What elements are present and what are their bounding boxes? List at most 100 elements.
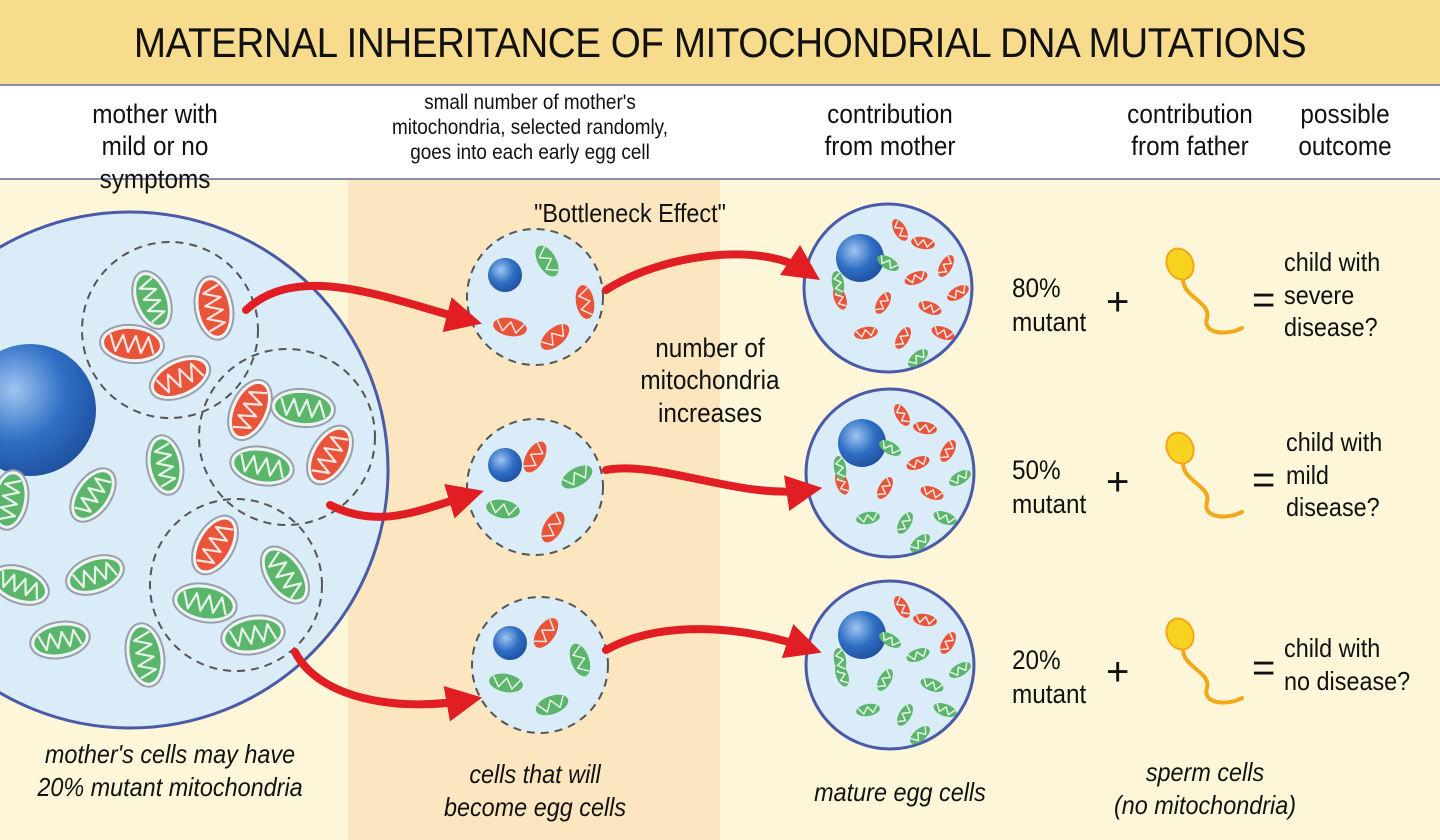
mutant-mitochondrion: [913, 613, 937, 627]
normal-mitochondrion: [535, 245, 559, 277]
row-2-plus: +: [1106, 460, 1130, 504]
normal-mitochondrion: [831, 271, 845, 295]
normal-mitochondrion: [486, 499, 520, 519]
sperm-tail: [1181, 456, 1244, 519]
header-selection: small number of mother's mitochondria, s…: [392, 91, 668, 165]
normal-mitochondrion: [561, 465, 593, 489]
mature-egg-cell-membrane: [804, 579, 976, 751]
selection-group-2: [198, 348, 376, 526]
sperm-head: [1165, 617, 1195, 651]
early-egg-cell-3: [471, 596, 609, 734]
normal-mitochondrion: [229, 445, 295, 487]
mutant-mitochondrion: [875, 292, 891, 314]
normal-mitochondrion: [259, 545, 311, 605]
normal-mitochondrion: [270, 387, 336, 429]
mutant-mitochondrion: [493, 317, 527, 337]
mutant-mitochondrion: [947, 285, 969, 301]
increase-label: number of mitochondria increases: [640, 333, 780, 428]
header-outcome: possible outcome: [1298, 99, 1392, 162]
normal-mitochondrion: [220, 614, 286, 656]
row-1-outcome: child with severe disease?: [1284, 247, 1381, 342]
normal-mitochondrion: [0, 564, 50, 606]
mutant-mitochondrion: [938, 255, 954, 277]
sperm-tail: [1181, 642, 1244, 705]
normal-mitochondrion: [29, 620, 91, 660]
mutant-mitochondrion: [148, 355, 212, 401]
normal-mitochondrion: [569, 643, 591, 677]
mutant-mitochondrion: [894, 404, 910, 426]
mutant-mitochondrion: [894, 596, 910, 618]
normal-mitochondrion: [489, 673, 523, 693]
column-header-band: [0, 86, 1440, 180]
normal-mitochondrion: [172, 582, 238, 624]
normal-mitochondrion: [856, 511, 880, 525]
mutant-mitochondrion: [227, 378, 273, 442]
normal-mitochondrion: [908, 349, 928, 367]
mother-cell: [0, 210, 390, 730]
caption-early-cells: cells that will become egg cells: [443, 759, 627, 822]
normal-mitochondrion: [920, 678, 944, 692]
normal-mitochondrion: [879, 440, 901, 456]
sperm-head: [1165, 247, 1195, 281]
normal-mitochondrion: [910, 534, 930, 552]
normal-mitochondrion: [877, 255, 899, 271]
arrow-mother-to-early-1: [242, 281, 482, 333]
mutant-mitochondrion: [306, 424, 354, 486]
normal-mitochondrion: [124, 622, 166, 688]
selection-group-3: [149, 498, 323, 672]
normal-mitochondrion: [897, 704, 913, 726]
normal-mitochondrion: [933, 511, 957, 525]
nucleus: [0, 344, 96, 476]
mutant-mitochondrion: [920, 486, 944, 500]
header-mother: mother with mild or no symptoms: [92, 99, 218, 194]
normal-mitochondrion: [65, 554, 125, 596]
mutant-mitochondrion: [913, 421, 937, 435]
mature-egg-cell-membrane: [802, 202, 974, 374]
selection-group-1: [81, 241, 259, 419]
nucleus: [838, 611, 886, 659]
normal-mitochondrion: [949, 470, 971, 486]
mature-egg-cell-membrane: [804, 387, 976, 559]
normal-mitochondrion: [69, 467, 117, 523]
mature-egg-cell-2: [804, 387, 976, 559]
row-3-outcome: child with no disease?: [1284, 633, 1411, 696]
nucleus: [488, 448, 522, 482]
normal-mitochondrion: [0, 469, 30, 531]
row-3-plus: +: [1106, 650, 1130, 694]
caption-mother-cells: mother's cells may have 20% mutant mitoc…: [37, 739, 303, 802]
mature-egg-cell-3: [804, 579, 976, 751]
arrow-mother-to-early-2: [326, 483, 484, 521]
nucleus: [493, 626, 527, 660]
mature-egg-cell-1: [802, 202, 974, 374]
mutant-mitochondrion: [940, 440, 956, 462]
sperm-tail: [1181, 272, 1244, 335]
mutant-mitochondrion: [191, 514, 239, 576]
mutant-mitochondrion: [99, 323, 165, 365]
mutant-mitochondrion: [906, 456, 930, 470]
row-1-percent: 80% mutant: [1012, 273, 1087, 337]
normal-mitochondrion: [535, 694, 569, 716]
sperm-cell-1: [1165, 247, 1244, 335]
mutant-mitochondrion: [533, 618, 559, 648]
sperm-cell-3: [1165, 617, 1244, 705]
title-bar: MATERNAL INHERITANCE OF MITOCHONDRIAL DN…: [0, 0, 1440, 86]
early-egg-cell-membrane: [466, 418, 604, 556]
mutant-mitochondrion: [892, 219, 908, 241]
nucleus: [836, 234, 884, 282]
nucleus: [488, 258, 522, 292]
normal-mitochondrion: [906, 648, 930, 662]
arrow-early-to-mature-3: [602, 624, 822, 659]
mutant-mitochondrion: [940, 632, 956, 654]
row-3-equals: =: [1252, 646, 1276, 690]
mutant-mitochondrion: [904, 271, 928, 285]
mutant-mitochondrion: [931, 326, 955, 340]
header-contribution-mother: contribution from mother: [824, 99, 956, 162]
normal-mitochondrion: [833, 648, 847, 672]
arrow-early-to-mature-2: [602, 464, 823, 511]
mutant-mitochondrion: [193, 275, 235, 341]
sperm-head: [1165, 431, 1195, 465]
mutant-mitochondrion: [911, 236, 935, 250]
normal-mitochondrion: [879, 632, 901, 648]
